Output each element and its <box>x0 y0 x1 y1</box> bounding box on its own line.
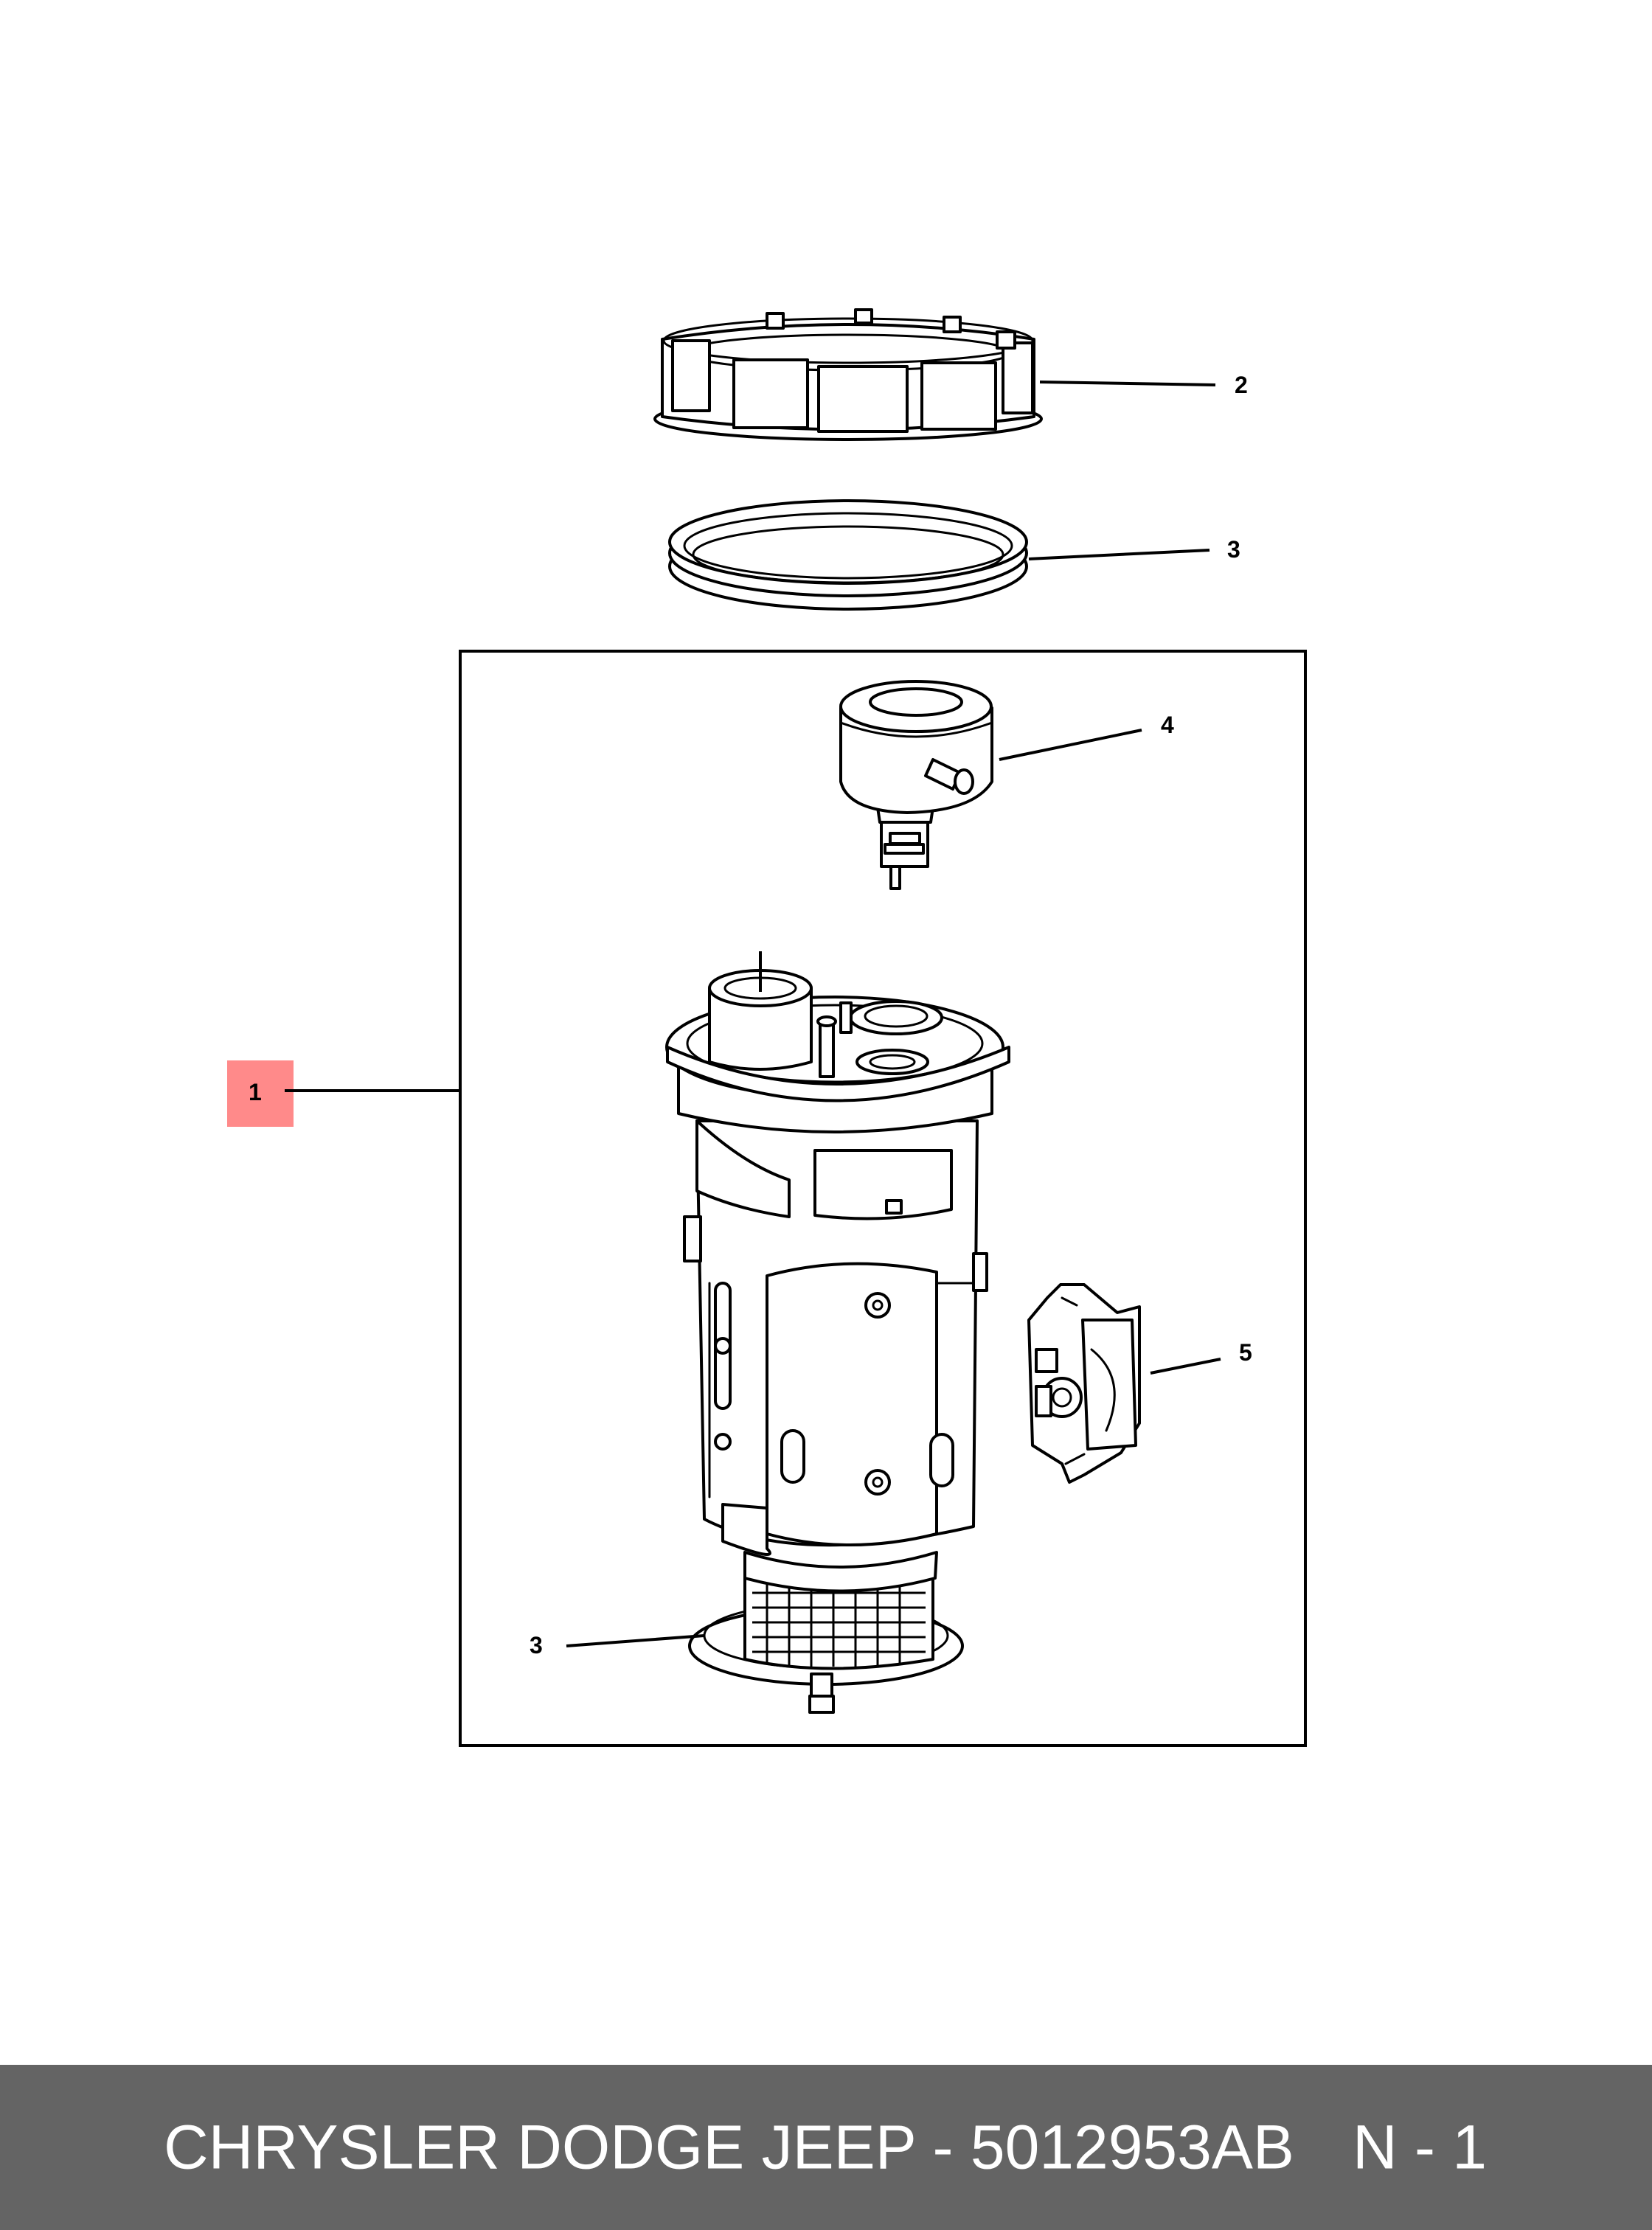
level-sensor-part <box>1027 1283 1141 1484</box>
leader-line-3-top <box>1028 549 1210 560</box>
callout-3-bottom: 3 <box>530 1632 543 1658</box>
callout-1-highlight <box>227 1060 294 1127</box>
parts-diagram: 2 3 4 <box>227 308 1307 1747</box>
callout-1: 1 <box>249 1079 262 1105</box>
callout-5: 5 <box>1239 1339 1252 1366</box>
assembly-frame <box>459 650 1307 1747</box>
part-number-title: CHRYSLER DODGE JEEP - 5012953AB <box>164 2112 1294 2182</box>
pressure-regulator-part <box>839 680 993 890</box>
callout-4: 4 <box>1161 712 1174 738</box>
leader-line-4 <box>999 729 1142 761</box>
callout-2: 2 <box>1235 372 1248 398</box>
leader-line-5 <box>1150 1358 1221 1375</box>
quantity-label: N - 1 <box>1353 2112 1488 2182</box>
leader-line-3-bottom <box>566 1634 705 1647</box>
leader-line-2 <box>1039 381 1216 386</box>
fuel-pump-module-part <box>665 951 1010 1714</box>
callout-3-top: 3 <box>1227 536 1240 563</box>
footer-bar: CHRYSLER DODGE JEEP - 5012953AB N - 1 <box>0 2065 1652 2230</box>
seal-ring-top-part <box>668 499 1028 611</box>
lock-ring-part <box>653 308 1043 441</box>
